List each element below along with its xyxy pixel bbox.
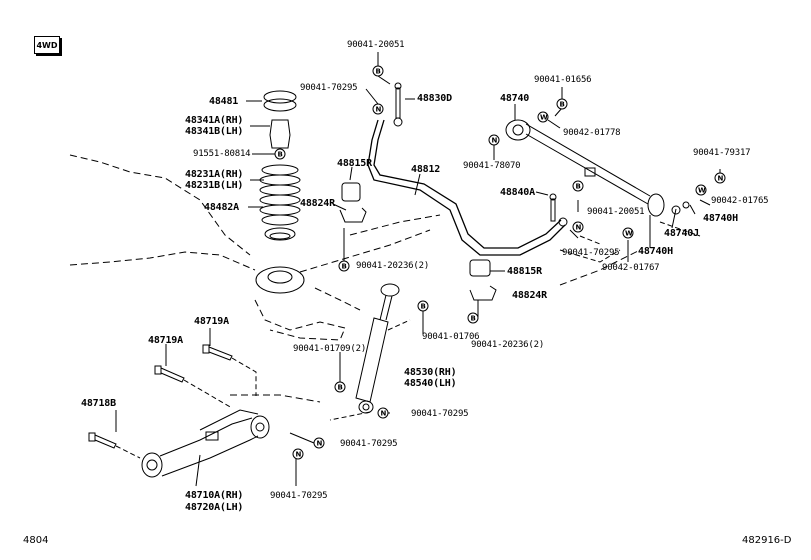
bolt-48719a-lower xyxy=(154,365,185,383)
svg-text:N: N xyxy=(576,224,582,232)
part-label-90041-70295-arm1: 90041-70295 xyxy=(340,439,398,449)
stabilizer-link-left xyxy=(393,82,403,127)
part-label-48740h-upper: 48740H xyxy=(703,213,738,224)
bolt-symbol-icon: B xyxy=(572,180,584,192)
svg-text:B: B xyxy=(576,183,581,191)
nut-symbol-icon: N xyxy=(313,437,325,449)
part-label-48812: 48812 xyxy=(411,164,441,175)
part-label-90041-70295-right: 90041-70295 xyxy=(562,248,620,258)
part-label-48719a-lower: 48719A xyxy=(148,335,183,346)
svg-text:B: B xyxy=(376,68,381,76)
leader-lines xyxy=(115,52,721,487)
washer-symbol-icon: W xyxy=(695,184,707,196)
lateral-control-rod xyxy=(505,119,690,217)
svg-text:N: N xyxy=(492,137,498,145)
stabilizer-bushing-right xyxy=(469,259,497,301)
part-label-48815r-right: 48815R xyxy=(507,266,542,277)
part-label-48824r-right: 48824R xyxy=(512,290,547,301)
nut-symbol-icon: N xyxy=(292,448,304,460)
svg-text:B: B xyxy=(471,315,476,323)
part-label-48341a: 48341A(RH) xyxy=(185,115,244,126)
part-label-48530: 48530(RH) xyxy=(404,367,457,378)
bolt-symbol-icon: B xyxy=(467,312,479,324)
bolt-48718b xyxy=(88,432,117,449)
nut-symbol-icon: N xyxy=(377,407,389,419)
drivetrain-badge: 4WD xyxy=(34,36,60,54)
part-label-48830d: 48830D xyxy=(417,93,452,104)
part-label-48482a: 48482A xyxy=(204,202,239,213)
part-label-90041-20051-top: 90041-20051 xyxy=(347,40,405,50)
part-label-48740j: 48740J xyxy=(664,228,699,239)
svg-text:N: N xyxy=(296,451,302,459)
part-label-90042-01765: 90042-01765 xyxy=(711,196,769,206)
part-label-48719a-upper: 48719A xyxy=(194,316,229,327)
svg-text:B: B xyxy=(338,384,343,392)
part-label-48481: 48481 xyxy=(209,96,239,107)
part-label-48710a: 48710A(RH) xyxy=(185,490,244,501)
svg-text:B: B xyxy=(342,263,347,271)
part-label-48720a: 48720A(LH) xyxy=(185,502,244,513)
part-label-48740h-lower: 48740H xyxy=(638,246,673,257)
part-label-48824r-left: 48824R xyxy=(300,198,335,209)
bolt-symbol-icon: B xyxy=(338,260,350,272)
stabilizer-bar xyxy=(367,119,566,256)
svg-text:B: B xyxy=(421,303,426,311)
guide-lines xyxy=(115,221,701,459)
part-label-90042-01778: 90042-01778 xyxy=(563,128,621,138)
part-label-90041-70295-top: 90041-70295 xyxy=(300,83,358,93)
part-label-90041-20051-right: 90041-20051 xyxy=(587,207,645,217)
svg-text:W: W xyxy=(625,230,633,238)
stabilizer-link-right xyxy=(549,193,568,227)
svg-text:W: W xyxy=(698,187,706,195)
nut-symbol-icon: N xyxy=(372,103,384,115)
part-label-48231b: 48231B(LH) xyxy=(185,180,244,191)
part-label-90041-70295-arm2: 90041-70295 xyxy=(270,491,328,501)
bolt-symbol-icon: B xyxy=(372,65,384,77)
nut-symbol-icon: N xyxy=(572,221,584,233)
washer-symbol-icon: W xyxy=(537,111,549,123)
part-label-48718b: 48718B xyxy=(81,398,116,409)
part-label-48341b: 48341B(LH) xyxy=(185,126,244,137)
part-label-90042-01767: 90042-01767 xyxy=(602,263,660,273)
bolt-symbol-icon: B xyxy=(556,98,568,110)
part-label-48815r-left: 48815R xyxy=(337,158,372,169)
svg-text:N: N xyxy=(376,106,382,114)
svg-text:B: B xyxy=(560,101,565,109)
spring-assembly xyxy=(255,90,305,294)
bolt-symbol-icon: B xyxy=(334,381,346,393)
part-label-48540: 48540(LH) xyxy=(404,378,457,389)
part-label-90041-78070: 90041-78070 xyxy=(463,161,521,171)
part-label-90041-79317: 90041-79317 xyxy=(693,148,751,158)
bolt-symbol-icon: B xyxy=(417,300,429,312)
svg-text:N: N xyxy=(718,175,724,183)
nut-symbol-icon: N xyxy=(714,172,726,184)
svg-text:B: B xyxy=(278,151,283,159)
nut-symbol-icon: N xyxy=(488,134,500,146)
svg-text:N: N xyxy=(317,440,323,448)
part-label-90041-01656: 90041-01656 xyxy=(534,75,592,85)
page-number: 4804 xyxy=(23,535,49,546)
fastener-symbols: B N B B B W N B N W W N B B B N N N xyxy=(274,65,726,460)
lower-control-arm xyxy=(141,409,270,478)
stabilizer-bushing-left xyxy=(339,182,367,223)
part-label-90041-70295-shock: 90041-70295 xyxy=(411,409,469,419)
bolt-symbol-icon: B xyxy=(274,148,286,160)
vehicle-body-outline xyxy=(69,154,641,403)
part-label-90041-01706: 90041-01706 xyxy=(422,332,480,342)
part-label-91551-80814: 91551-80814 xyxy=(193,149,251,159)
diagram-id: 482916-D xyxy=(742,535,792,546)
part-label-90041-01709: 90041-01709(2) xyxy=(293,344,367,354)
part-label-90041-20236-left: 90041-20236(2) xyxy=(356,261,430,271)
washer-symbol-icon: W xyxy=(622,227,634,239)
svg-text:N: N xyxy=(381,410,387,418)
part-label-48840a: 48840A xyxy=(500,187,535,198)
part-label-48740: 48740 xyxy=(500,93,530,104)
bolt-48719a-upper xyxy=(202,344,233,361)
part-label-90041-20236-right: 90041-20236(2) xyxy=(471,340,545,350)
svg-text:W: W xyxy=(540,114,548,122)
part-label-48231a: 48231A(RH) xyxy=(185,169,244,180)
